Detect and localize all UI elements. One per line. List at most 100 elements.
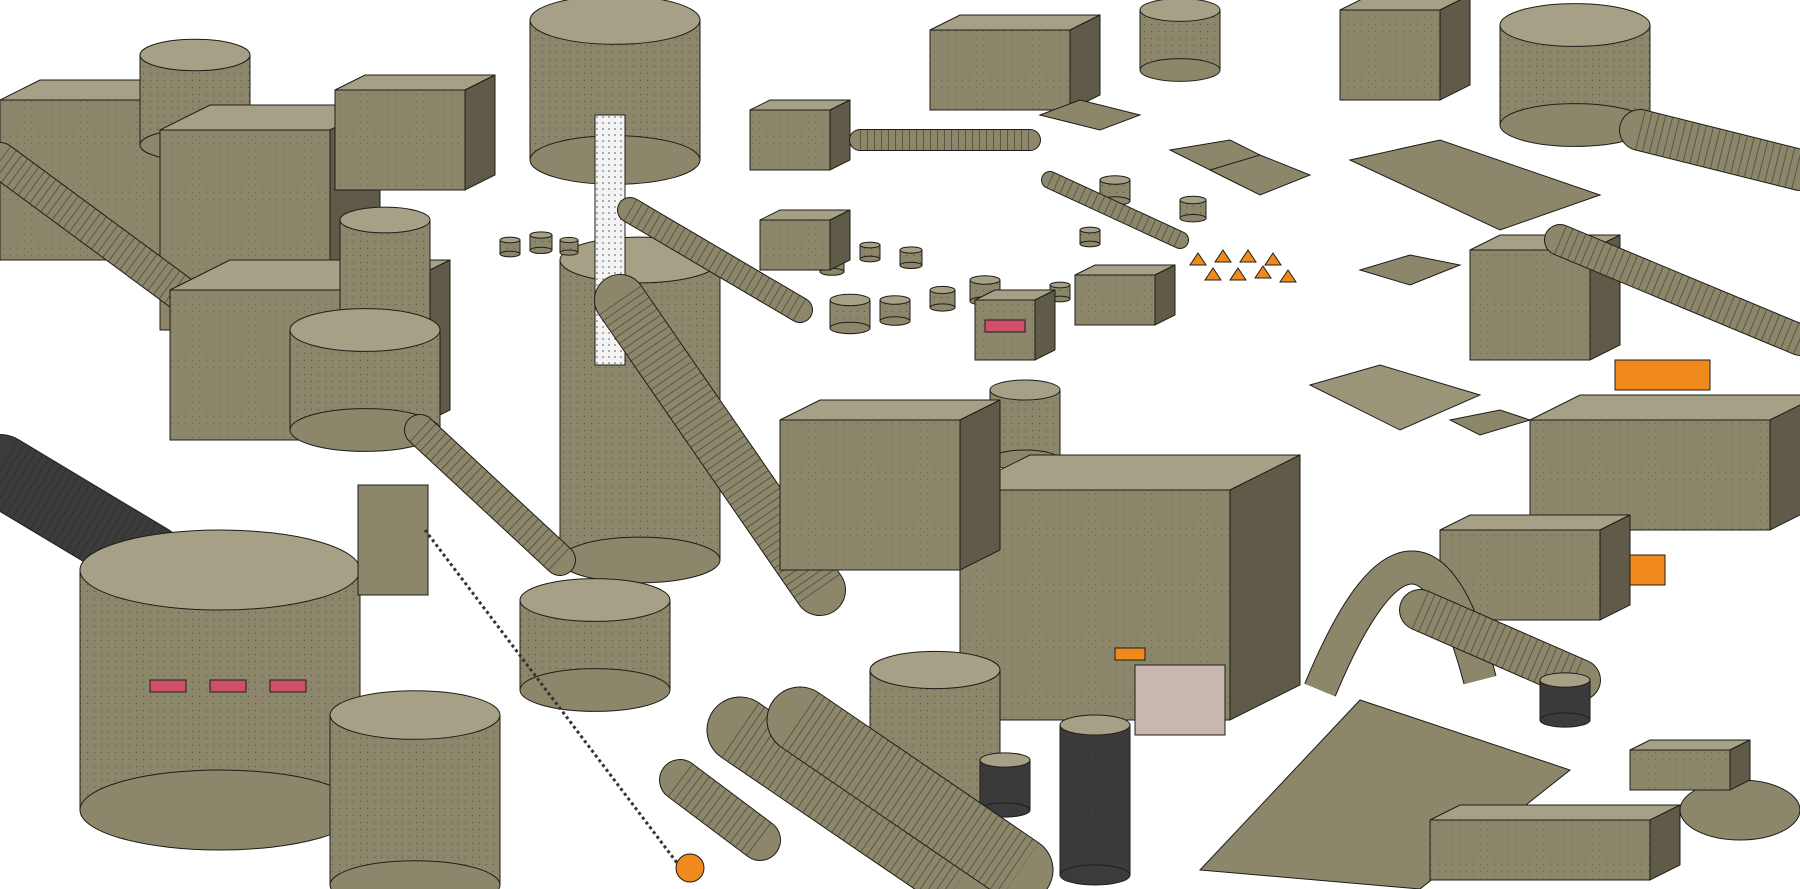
small-part-1 (529, 231, 553, 255)
central-column-bottom (559, 536, 721, 584)
small-part-5-top (899, 246, 923, 254)
small-part-7-bottom (879, 316, 911, 326)
mid-engine-block-mesh (780, 420, 960, 570)
vented-small-box-side (1154, 264, 1176, 326)
right-lower-cannon-body (1400, 590, 1600, 700)
small-part-7 (879, 295, 911, 326)
conical-hopper (329, 690, 501, 889)
small-part-2-mesh (560, 240, 578, 253)
lower-ring-collar-top (519, 578, 671, 622)
right-gun-body-mesh (1530, 420, 1770, 530)
small-part-0-top (499, 236, 521, 244)
small-part-8-bottom (929, 303, 956, 312)
dark-muzzle-cap (1539, 672, 1591, 728)
bottom-right-grille (1429, 804, 1681, 881)
lower-strut-pipe-body (405, 415, 575, 575)
wall-panel-box (334, 74, 496, 191)
wall-panel-box-side (464, 74, 496, 191)
triple-tube-block (759, 209, 851, 271)
orange-warning-disc (675, 853, 705, 883)
small-part-5-mesh (900, 250, 922, 266)
dark-muzzle-cap-top (1539, 672, 1591, 688)
warning-triangle-decal-2 (1239, 249, 1257, 263)
triple-tube-block-side (829, 209, 851, 271)
warning-triangle-decal-3 (1264, 252, 1282, 266)
small-part-13-top (1179, 195, 1207, 205)
small-part-0-mesh (500, 240, 520, 254)
left-dome-turret-top (339, 206, 431, 234)
small-part-12-bottom (1079, 240, 1101, 248)
vented-small-box-mesh (1075, 275, 1155, 325)
small-part-4-top (859, 241, 881, 249)
small-part-2-top (559, 236, 579, 244)
dark-camera-turret-mesh (1060, 725, 1130, 875)
right-barrel-drum-top (1499, 3, 1651, 47)
drum-indicator-light-2 (269, 679, 307, 693)
left-long-barrel-mesh (0, 146, 201, 314)
small-part-6-bottom (829, 321, 871, 335)
small-part-6-top (829, 293, 871, 307)
threaded-rod-barrel-mesh (623, 199, 807, 321)
housing-warning-label (1114, 647, 1146, 661)
small-part-0 (499, 236, 521, 258)
large-window-housing (959, 454, 1301, 721)
lower-small-launcher (659, 759, 781, 861)
drum-indicator-light-0 (149, 679, 187, 693)
small-part-4 (859, 241, 881, 263)
conical-hopper-top (329, 690, 501, 740)
right-lower-block-side (1599, 514, 1631, 621)
small-part-2 (559, 236, 579, 256)
top-left-ring-cylinder-top (139, 38, 251, 72)
red-window-housing-side (1034, 289, 1056, 361)
dark-small-canister-mesh (980, 760, 1030, 810)
bottom-right-plate-box (1629, 739, 1751, 791)
conical-hopper-bottom (329, 860, 501, 889)
right-motor-housing-side (1439, 0, 1471, 101)
rifle-scope-barrel (1041, 171, 1189, 249)
right-upper-coil-body (1620, 110, 1800, 190)
upper-battery-box-side (1069, 14, 1101, 111)
large-angled-plate (1348, 139, 1602, 231)
mid-engine-block (779, 399, 1001, 571)
small-part-7-top (879, 295, 911, 305)
small-part-0-bottom (499, 250, 521, 258)
warning-triangle-decal-7 (1279, 269, 1297, 283)
upper-drum-bottom (1139, 58, 1221, 82)
small-part-8-mesh (930, 290, 955, 308)
flat-plate-3 (1208, 154, 1312, 196)
small-part-1-mesh (530, 235, 552, 251)
red-window (984, 319, 1026, 333)
slotted-plate (1448, 409, 1532, 436)
left-long-barrel (0, 142, 208, 318)
lower-long-tube-2 (766, 686, 1054, 889)
warning-triangle-decal-1 (1214, 249, 1232, 263)
small-mechanism-box (357, 484, 429, 596)
right-gun-body (1529, 394, 1800, 531)
small-part-4-bottom (859, 255, 881, 263)
mid-engine-block-side (959, 399, 1001, 571)
right-motor-housing-mesh (1340, 10, 1440, 100)
small-part-10-top (1049, 281, 1071, 289)
lower-long-tube-2-mesh (781, 693, 1039, 889)
bottom-right-grille-mesh (1430, 820, 1650, 880)
right-lower-cannon (1399, 589, 1601, 701)
dark-camera-turret (1059, 714, 1131, 886)
dark-camera-turret-bottom (1059, 864, 1131, 886)
upper-drum (1139, 0, 1221, 82)
central-tank-top (529, 0, 701, 45)
small-part-11-top (1099, 175, 1131, 185)
right-coil-block-mesh (1470, 250, 1590, 360)
warning-triangle-decal-4 (1204, 267, 1222, 281)
triple-tube-block-mesh (760, 220, 830, 270)
housing-glass-window (1134, 664, 1226, 736)
small-part-11-mesh (1100, 180, 1130, 201)
radial-fin-motor-mesh (990, 390, 1060, 460)
bottom-right-grille-top (1429, 804, 1681, 821)
upper-mid-box-side (829, 99, 851, 171)
upper-drum-top (1139, 0, 1221, 22)
small-part-5 (899, 246, 923, 270)
dark-camera-turret-top (1059, 714, 1131, 736)
left-gear-drum-top (289, 308, 441, 352)
right-gun-body-top (1529, 394, 1800, 421)
